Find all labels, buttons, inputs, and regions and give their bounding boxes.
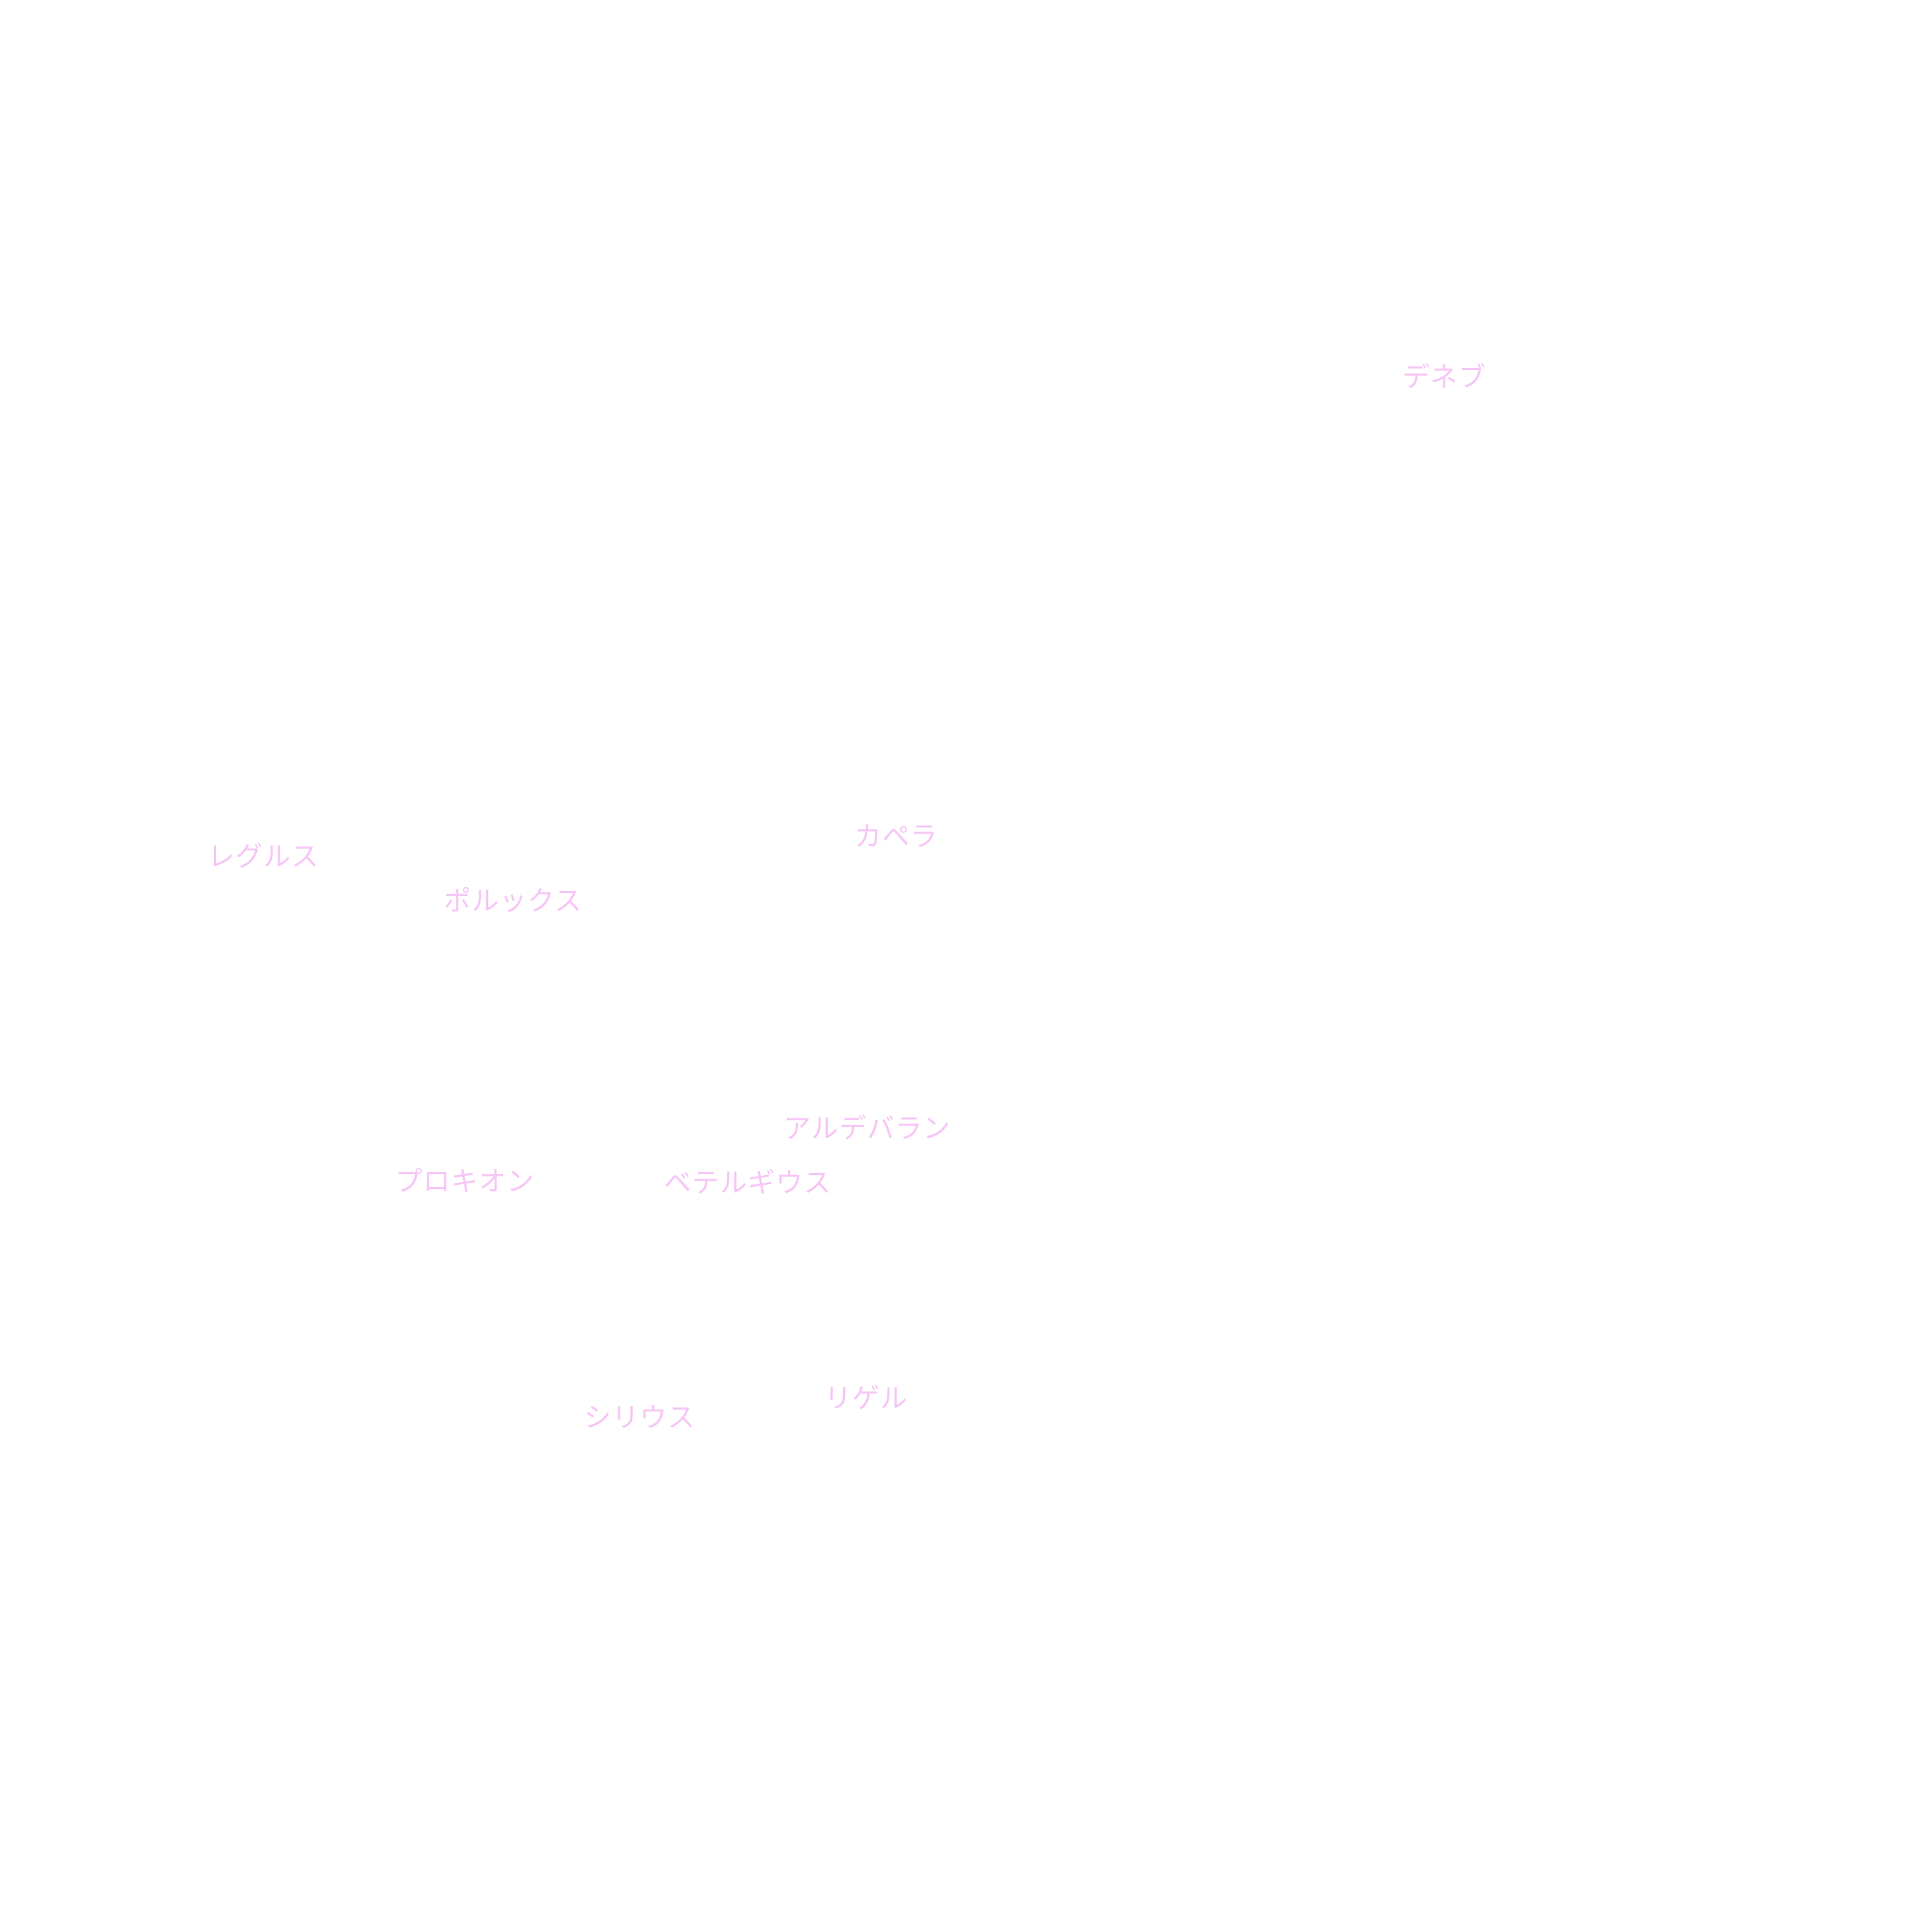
star-label-betelgeuse: ベテルギウス <box>664 1167 832 1199</box>
star-label-rigel: リゲル <box>824 1382 909 1414</box>
star-label-deneb: デネブ <box>1402 361 1487 393</box>
star-label-aldebaran: アルデバラン <box>784 1113 951 1144</box>
star-label-pollux: ポルックス <box>444 885 582 917</box>
star-label-sirius: シリウス <box>584 1402 696 1433</box>
star-label-procyon: プロキオン <box>395 1166 535 1197</box>
star-label-capella: カペラ <box>854 821 939 852</box>
star-label-regulus: レグルス <box>208 841 320 872</box>
